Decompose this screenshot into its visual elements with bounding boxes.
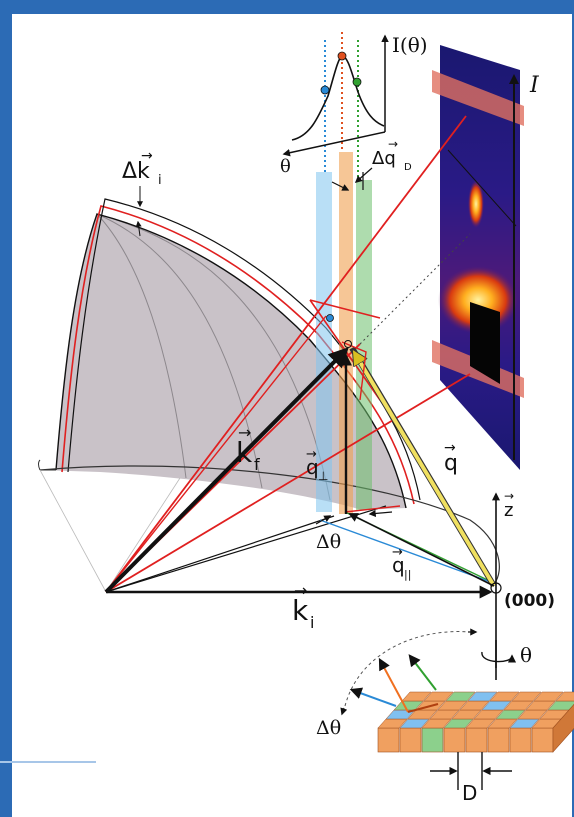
lattice-block-top <box>511 691 542 702</box>
detector-line <box>447 149 517 227</box>
sphere-surface <box>40 214 406 510</box>
label-z-axis: z <box>504 500 513 521</box>
ray-red-1 <box>105 115 467 593</box>
meridian-1 <box>96 213 187 479</box>
label-theta-axis: θ <box>280 156 291 177</box>
label-ki: k <box>292 594 309 627</box>
lattice-side-face <box>552 703 574 753</box>
lattice-block-top <box>533 691 564 702</box>
equator-arc <box>39 465 500 585</box>
lattice-block-front <box>531 727 554 753</box>
q-parallel-vector <box>348 513 495 587</box>
vec-arrow-ki: → <box>141 148 153 164</box>
intensity-plot <box>282 34 389 157</box>
label-kf: k <box>236 436 253 469</box>
curve-point-blue <box>320 85 330 95</box>
beamstop <box>470 302 500 384</box>
delta-qd-arrow-left <box>331 181 350 191</box>
label-kf-sub: f <box>254 455 260 474</box>
origin-point <box>490 582 502 594</box>
beam-orange <box>339 152 353 514</box>
label-delta-ki: Δk <box>122 159 150 184</box>
ray-dotted <box>359 233 471 345</box>
kf-vector <box>104 347 349 594</box>
label-rotation-theta: θ <box>520 643 532 667</box>
delta-qd-arrow-right <box>354 167 373 183</box>
curve-point-green <box>352 77 362 87</box>
label-intensity-bar: I <box>529 73 540 98</box>
beam-bands <box>316 32 372 514</box>
label-q: q <box>444 451 458 476</box>
vec-arrow-qperp: → <box>306 447 317 462</box>
lattice-block-top <box>547 700 574 711</box>
lattice-block-top <box>401 691 432 702</box>
lattice-block-front <box>487 727 510 753</box>
beam-green <box>356 180 372 510</box>
ray-red-3 <box>105 373 471 593</box>
vec-arrow-q: → <box>444 440 456 456</box>
label-delta-theta-lower: Δθ <box>316 717 341 739</box>
ray-black-b <box>105 505 387 593</box>
ewald-sphere <box>38 186 421 510</box>
lattice-block-top <box>423 691 454 702</box>
vec-arrow-kf: → <box>238 423 251 442</box>
label-origin: (000) <box>504 591 555 611</box>
lattice-block-top <box>445 691 476 702</box>
meridian-3 <box>96 213 331 501</box>
ray-blue-base <box>319 519 497 585</box>
lattice-block-top <box>555 691 574 702</box>
label-intensity-axis: I(θ) <box>392 33 428 57</box>
label-delta-ki-sub: i <box>158 173 162 188</box>
scatter-streak <box>468 180 484 228</box>
lattice-block-front <box>509 727 532 753</box>
lattice-ray-green <box>408 654 437 691</box>
lattice-ray-blue <box>349 687 397 707</box>
label-q-perp-sub: ⊥ <box>318 469 328 483</box>
ray-black-a <box>105 515 335 593</box>
lattice-block-top <box>467 691 498 702</box>
vec-arrow-qpar: → <box>392 545 403 560</box>
lattice-block-top <box>489 691 520 702</box>
rotation-arrow <box>481 651 517 663</box>
lattice-block-front <box>399 727 422 753</box>
lattice-sample <box>377 691 574 753</box>
detector-red-band-top <box>432 70 524 126</box>
label-delta-theta-upper: Δθ <box>316 531 341 553</box>
label-ki-sub: i <box>310 613 314 632</box>
label-q-perp: q <box>306 455 319 479</box>
vec-arrow-z: → <box>504 489 514 503</box>
delta-theta-arc <box>344 631 471 707</box>
lattice-block-front <box>421 727 444 753</box>
vec-arrow-qd: → <box>388 137 398 151</box>
lattice-block-front <box>443 727 466 753</box>
beam-blue <box>316 172 332 512</box>
lattice-block-front <box>377 727 400 753</box>
label-delta-qd: Δq <box>372 148 396 169</box>
curve-point-orange <box>337 51 347 61</box>
label-q-parallel: q <box>392 553 405 577</box>
lattice-block-front <box>465 727 488 753</box>
theta-axis <box>282 131 386 157</box>
q-vector <box>354 352 496 588</box>
meridian-2 <box>96 213 263 489</box>
label-delta-qd-sub: D <box>404 162 412 173</box>
label-lattice-spacing: D <box>462 781 477 805</box>
detector-image <box>432 45 524 470</box>
lattice-ray-orange <box>378 657 409 713</box>
vec-arrow-ki-big: → <box>294 581 307 600</box>
label-q-parallel-sub: || <box>404 568 411 581</box>
